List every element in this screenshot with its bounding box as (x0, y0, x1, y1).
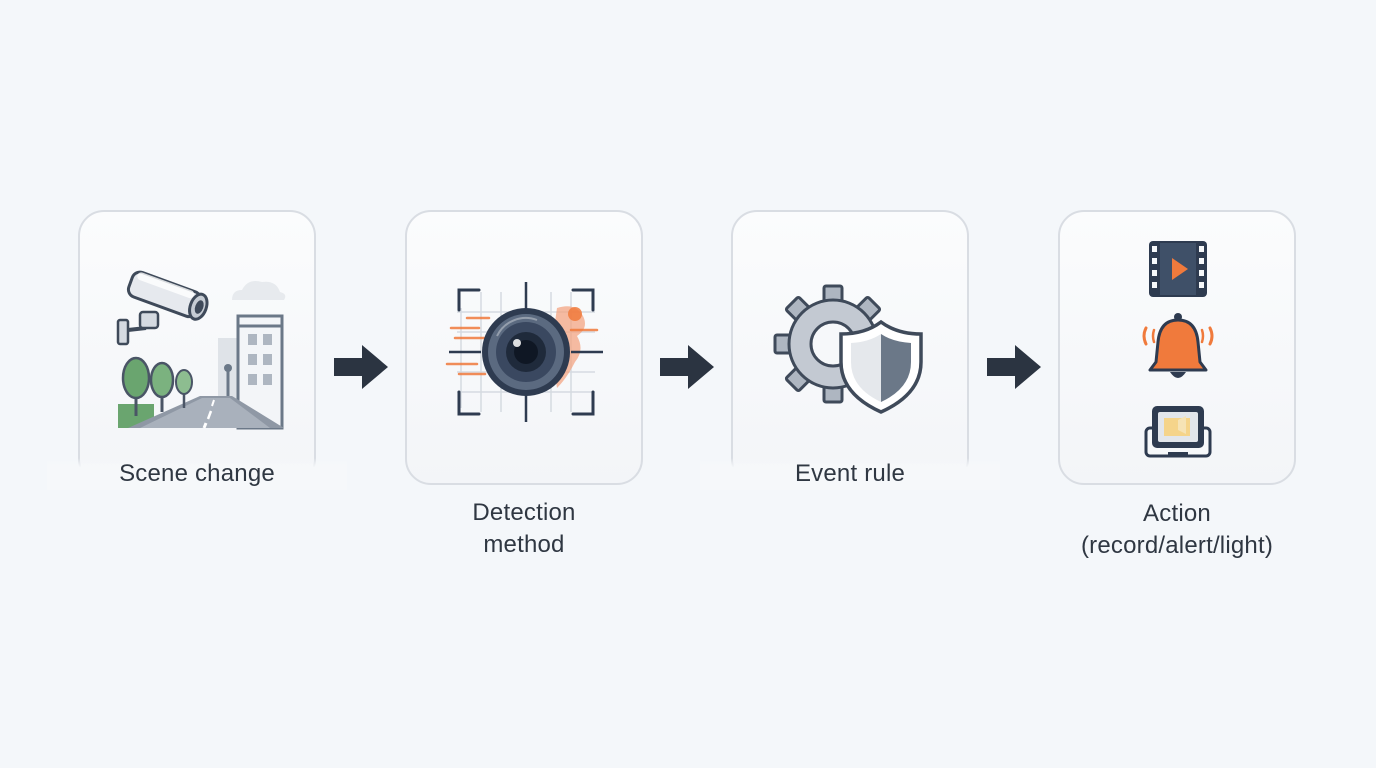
gear-shield-icon (773, 284, 923, 414)
step-card-detection-method (405, 210, 643, 485)
video-record-icon (1149, 241, 1207, 297)
light-monitor-icon (1144, 406, 1212, 458)
step-label-detection-method: Detection method (374, 497, 674, 561)
surveillance-camera-street-icon (116, 270, 286, 430)
step-label-event-rule: Event rule (700, 458, 1000, 490)
step-label-event-rule-text: Event rule (794, 460, 906, 487)
step-label-scene-change: Scene change (47, 458, 347, 490)
step-card-action (1058, 210, 1296, 485)
step-label-scene-change-text: Scene change (119, 460, 275, 487)
step-card-scene-change (78, 210, 316, 485)
step-card-event-rule (731, 210, 969, 485)
step-label-action-line-2: (record/alert/light) (1080, 532, 1274, 559)
arrow-right-icon (660, 345, 714, 389)
camera-lens-target-icon (445, 282, 603, 422)
step-label-action-line-1: Action (1143, 500, 1211, 527)
step-label-detection-line-1: Detection (472, 499, 576, 526)
step-label-detection-line-2: method (483, 531, 565, 558)
alert-bell-icon (1142, 313, 1214, 378)
step-label-action: Action (record/alert/light) (1027, 498, 1327, 562)
arrow-right-icon (987, 345, 1041, 389)
arrow-right-icon (334, 345, 388, 389)
